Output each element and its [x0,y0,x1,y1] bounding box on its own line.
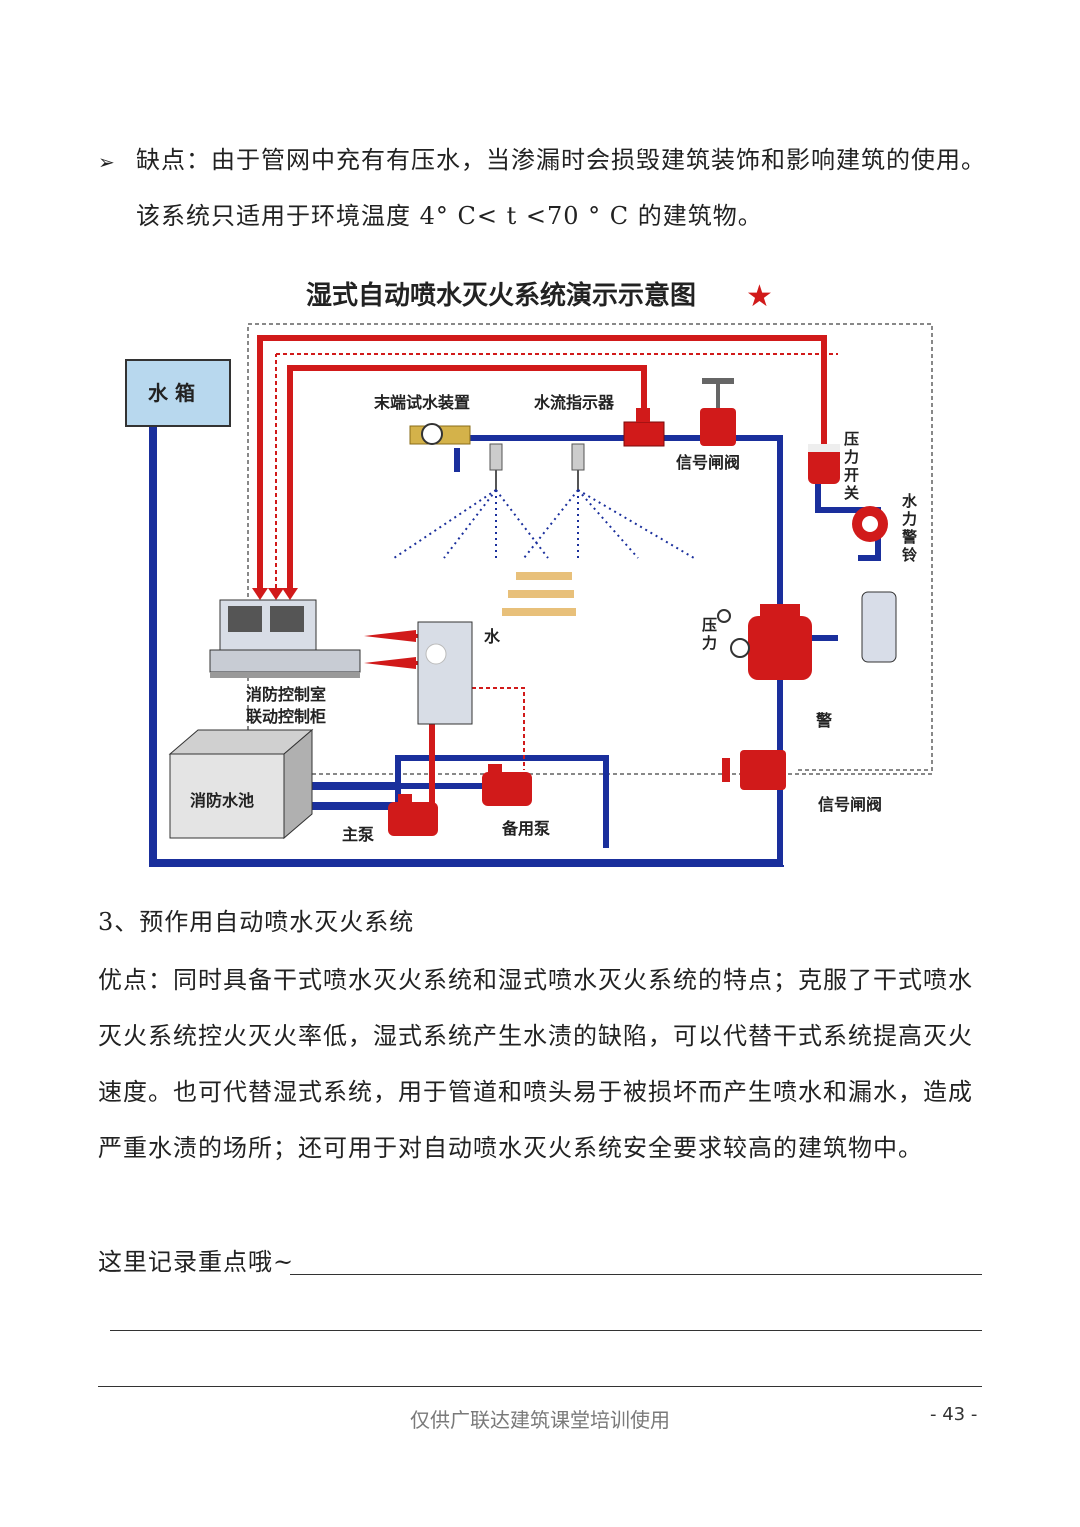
fire-pool-label: 消防水池 [190,791,254,810]
alarm-label: 警 [815,711,832,730]
main-pump-icon [388,794,438,836]
water-tank-label: 水 箱 [148,381,195,405]
water-bell-icon [852,506,888,542]
disadvantage-text-line2: 该系统只适用于环境温度 4° C< t <70 ° C 的建筑物。 [136,202,763,230]
note-label: 这里记录重点哦~ [98,1248,295,1276]
footer-text: 仅供广联达建筑课堂培训使用 [410,1408,670,1432]
signal-valve-top-label: 信号闸阀 [676,453,740,472]
section-heading: 3、预作用自动喷水灭火系统 [98,908,415,936]
retard-chamber-icon [861,591,897,663]
water-label: 水 [484,627,501,646]
note-underline [290,1274,982,1275]
footer-divider [98,1386,982,1387]
pump-control-cabinet-icon [417,621,473,725]
control-room-label-line1: 消防控制室 [246,685,326,704]
pressure-switch-label: 压力开关 [844,430,859,502]
signal-valve-bottom-label: 信号闸阀 [818,795,882,814]
pressure-switch-icon [808,444,840,484]
flow-indicator-label: 水流指示器 [534,393,615,412]
backup-pump-label: 备用泵 [501,819,550,838]
sprinkler-head-icon [489,443,503,490]
sprinkler-head-icon [571,443,585,490]
main-pump-label: 主泵 [342,825,374,844]
fire-icon [502,572,576,616]
sprinkler-system-diagram: 湿式自动喷水灭火系统演示示意图 ★ 水 箱 末端试水装置 水流指示器 信号闸阀 [98,258,948,888]
pressure-label: 压力 [702,616,717,652]
page-number: - 43 - [930,1404,978,1425]
water-tank-box [125,359,231,427]
advantage-text-line1: 优点：同时具备干式喷水灭火系统和湿式喷水灭火系统的特点；克服了干式喷水 [98,966,973,994]
alarm-valve-icon [717,604,812,680]
signal-valve-bottom-icon [722,750,786,790]
advantage-text-line2: 灭火系统控火灭火率低，湿式系统产生水渍的缺陷，可以代替干式系统提高灭火 [98,1022,973,1050]
backup-pump-icon [482,764,532,806]
diagram-title: 湿式自动喷水灭火系统演示示意图 [306,280,696,311]
disadvantage-text-line1: 缺点：由于管网中充有有压水，当渗漏时会损毁建筑装饰和影响建筑的使用。 [136,146,986,174]
fire-pool-box [168,728,314,840]
control-room-label-line2: 联动控制柜 [246,707,326,726]
star-icon: ★ [746,279,773,314]
advantage-text-line3: 速度。也可代替湿式系统，用于管道和喷头易于被损坏而产生喷水和漏水，造成 [98,1078,973,1106]
water-bell-label: 水力警铃 [901,492,918,564]
signal-valve-top-icon [700,378,736,446]
advantage-text-line4: 严重水渍的场所；还可用于对自动喷水灭火系统安全要求较高的建筑物中。 [98,1134,923,1162]
gauge-icon [421,423,443,445]
bullet-arrow-icon: ➢ [98,150,115,174]
control-console-icon [209,599,361,678]
note-underline [110,1330,982,1331]
end-test-device-label: 末端试水装置 [374,393,470,412]
flow-indicator-icon [623,421,665,447]
